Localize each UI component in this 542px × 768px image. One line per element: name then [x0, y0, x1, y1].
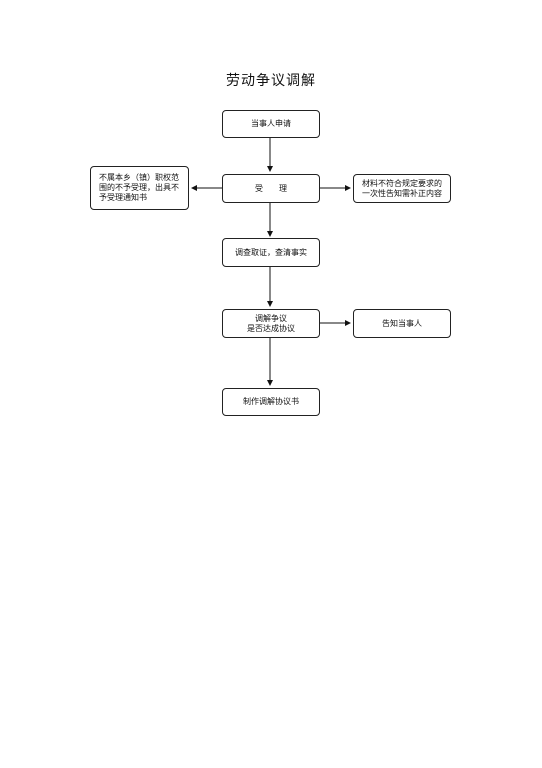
node-accept: 受 理: [222, 174, 320, 203]
node-reject: 不属本乡（镇）职权范 围的不予受理，出具不 予受理通知书: [90, 166, 189, 210]
node-agreement: 制作调解协议书: [222, 388, 320, 416]
node-mediate: 调解争议 是否达成协议: [222, 309, 320, 338]
node-investigate: 调查取证，查清事实: [222, 238, 320, 267]
diagram-title: 劳动争议调解: [226, 73, 316, 89]
node-apply: 当事人申请: [222, 110, 320, 138]
node-notify: 告知当事人: [353, 309, 451, 338]
node-supplement: 材料不符合规定要求的 一次性告知需补正内容: [353, 174, 451, 203]
